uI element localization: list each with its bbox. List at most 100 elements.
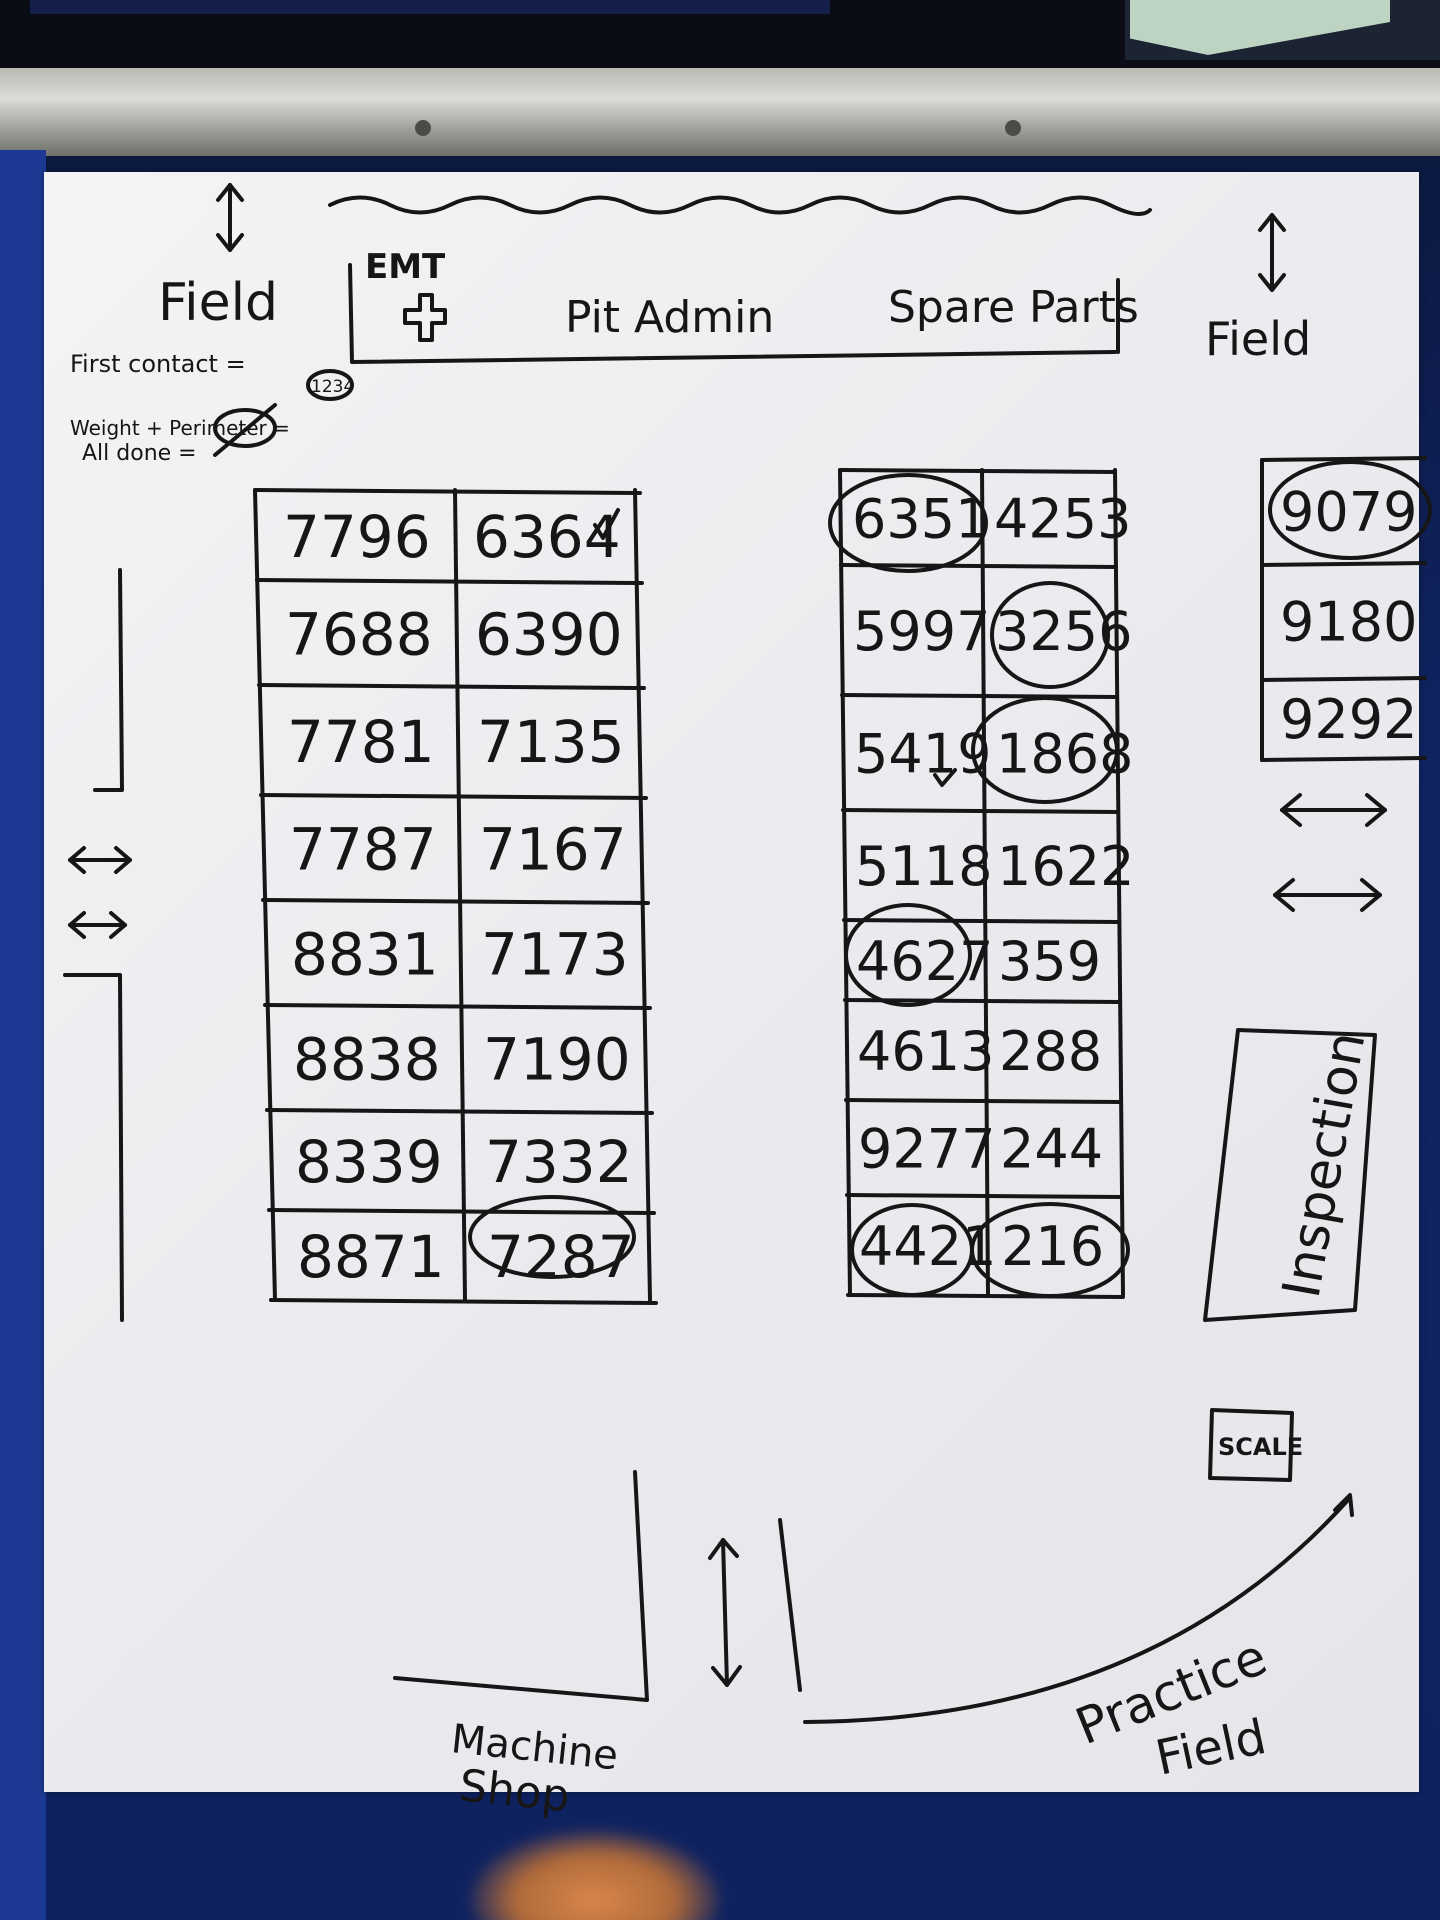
check-mark bbox=[593, 508, 620, 540]
pit-number: 216 bbox=[1001, 1215, 1104, 1278]
table-border bbox=[844, 1098, 1123, 1104]
metal-rail bbox=[0, 68, 1440, 156]
legend-sample: 1234 bbox=[311, 377, 354, 397]
done-circle bbox=[828, 473, 988, 573]
legend-circle-done bbox=[213, 408, 277, 448]
rail-screw bbox=[415, 120, 431, 136]
machine-shop-wall bbox=[393, 1470, 649, 1702]
passage-wall bbox=[778, 1518, 802, 1692]
first-aid-cross-icon bbox=[403, 293, 447, 342]
pit-number: 244 bbox=[1000, 1118, 1103, 1181]
table-border bbox=[1260, 676, 1427, 682]
pit-number: 7688 bbox=[285, 601, 433, 669]
legend-weight-perimeter: Weight + Perimeter = bbox=[70, 416, 290, 440]
table-border bbox=[259, 793, 648, 800]
table-border bbox=[633, 488, 652, 1302]
board-edge bbox=[0, 150, 46, 1920]
table-border bbox=[1260, 756, 1427, 762]
table-border bbox=[841, 808, 1120, 814]
done-circle bbox=[990, 581, 1110, 689]
table-border bbox=[261, 898, 650, 905]
table-border bbox=[255, 578, 644, 585]
pit-number: 4421 bbox=[859, 1215, 996, 1278]
practice-field-boundary bbox=[803, 1498, 1350, 1724]
pit-number: 9079 bbox=[1280, 481, 1417, 544]
double-arrow-icon bbox=[708, 1538, 742, 1687]
done-circle bbox=[971, 696, 1119, 804]
pit-number: 7287 bbox=[487, 1223, 635, 1291]
pit-number: 359 bbox=[998, 930, 1101, 993]
legend-first-contact: First contact = bbox=[70, 350, 246, 378]
table-border bbox=[253, 488, 277, 1302]
pit-number: 7167 bbox=[479, 816, 627, 884]
table-border bbox=[840, 693, 1119, 699]
pit-number: 8831 bbox=[291, 921, 439, 989]
pit-number: 7173 bbox=[481, 921, 629, 989]
pit-number: 7781 bbox=[287, 708, 435, 776]
pit-number: 7135 bbox=[477, 708, 625, 776]
table-border bbox=[269, 1298, 658, 1305]
emt-label: EMT bbox=[365, 247, 446, 287]
check-mark bbox=[933, 768, 957, 787]
aisle-bracket bbox=[63, 973, 124, 1322]
pit-number: 5997 bbox=[853, 600, 990, 663]
pit-admin-label: Pit Admin bbox=[565, 292, 774, 343]
field-label-left: Field bbox=[158, 273, 278, 333]
wavy-boundary bbox=[328, 195, 1152, 216]
legend-circle-sample bbox=[306, 369, 354, 401]
machine-shop-label-2: Shop bbox=[457, 1760, 572, 1822]
double-arrow-icon bbox=[1258, 213, 1286, 292]
table-border bbox=[265, 1108, 654, 1115]
table-border bbox=[838, 468, 852, 1297]
pit-number: 7796 bbox=[283, 503, 431, 571]
pit-number: 9180 bbox=[1280, 591, 1417, 654]
done-circle bbox=[1268, 460, 1432, 560]
done-circle bbox=[970, 1202, 1130, 1298]
table-border bbox=[267, 1208, 656, 1215]
table-border bbox=[839, 563, 1118, 569]
pit-number: 3256 bbox=[995, 600, 1132, 663]
double-arrow-icon bbox=[68, 846, 132, 874]
table-border bbox=[843, 998, 1122, 1004]
table-border bbox=[980, 468, 990, 1297]
pit-number: 4613 bbox=[857, 1020, 994, 1083]
pit-number: 9277 bbox=[858, 1118, 995, 1181]
pit-number: 8838 bbox=[293, 1026, 441, 1094]
pit-admin-box bbox=[348, 263, 1117, 364]
table-border bbox=[263, 1003, 652, 1010]
table-border bbox=[453, 488, 467, 1302]
done-circle bbox=[844, 903, 972, 1007]
table-border bbox=[257, 683, 646, 690]
table-border bbox=[842, 918, 1121, 924]
table-border bbox=[845, 1193, 1124, 1199]
pit-number: 7332 bbox=[485, 1128, 633, 1196]
pit-number: 4627 bbox=[856, 930, 993, 993]
table-border bbox=[838, 468, 1117, 474]
aisle-bracket bbox=[93, 568, 124, 792]
table-border bbox=[846, 1293, 1125, 1299]
pit-number: 5419 bbox=[854, 723, 991, 786]
double-arrow-icon bbox=[216, 183, 244, 252]
background-screen bbox=[30, 0, 830, 14]
scale-box bbox=[1208, 1408, 1294, 1482]
field-label-right: Field bbox=[1205, 312, 1311, 366]
pit-number: 8871 bbox=[297, 1223, 445, 1291]
pit-number: 7190 bbox=[483, 1026, 631, 1094]
double-arrow-icon bbox=[1280, 793, 1387, 827]
table-border bbox=[1260, 561, 1427, 567]
pit-number: 9292 bbox=[1280, 688, 1417, 751]
scale-label: SCALE bbox=[1218, 1433, 1303, 1461]
paper-sheet bbox=[44, 172, 1419, 1792]
table-border bbox=[1113, 468, 1125, 1297]
table-border bbox=[1260, 456, 1427, 462]
pit-number: 8339 bbox=[295, 1128, 443, 1196]
spare-parts-label: Spare Parts bbox=[888, 282, 1139, 333]
double-arrow-icon bbox=[68, 911, 127, 939]
done-circle bbox=[468, 1195, 636, 1279]
right-pit-table: 9079 9180 9292 bbox=[1260, 456, 1432, 762]
double-arrow-icon bbox=[1273, 878, 1382, 912]
